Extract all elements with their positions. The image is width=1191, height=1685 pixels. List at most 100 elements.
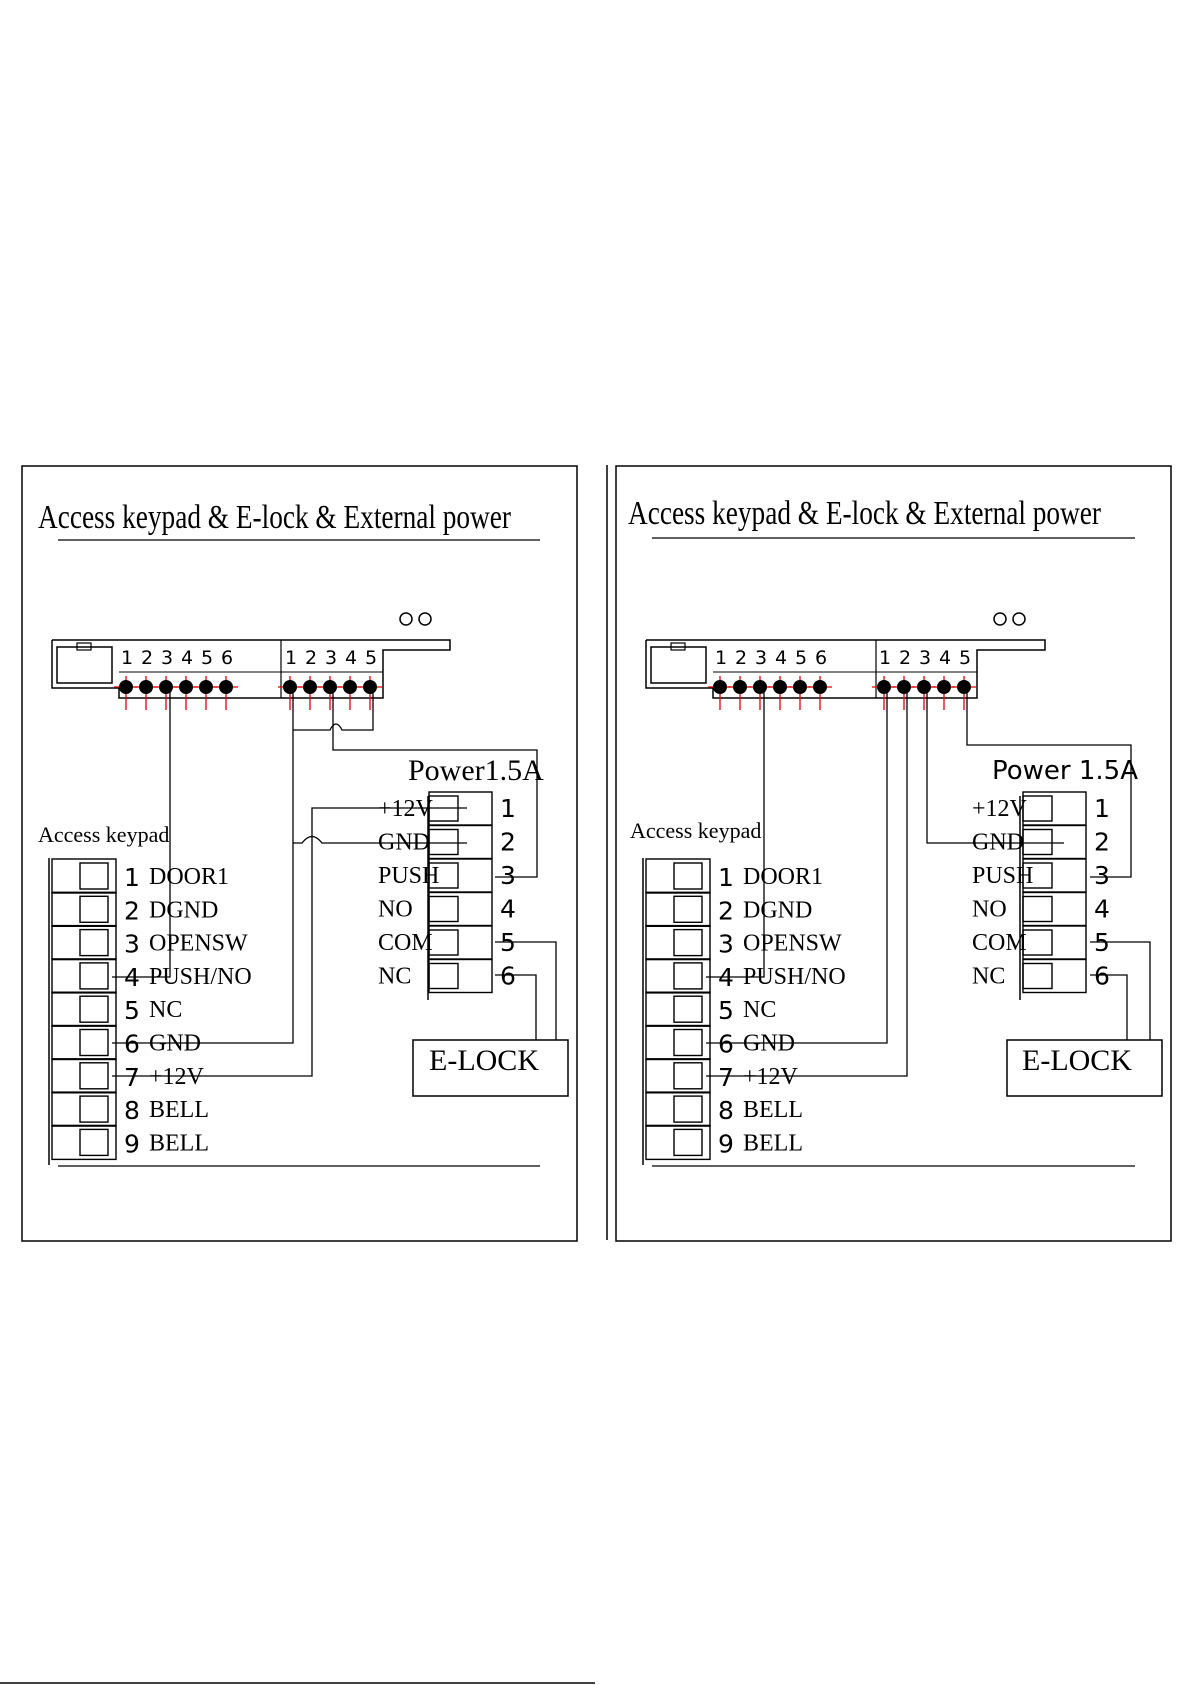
power-terminal-screw — [428, 862, 459, 889]
wire-board-a3-to-keypad-4 — [706, 690, 765, 978]
power-terminal-screw — [428, 828, 459, 856]
power-terminal-number: 4 — [1094, 895, 1110, 924]
board-terminal-screw — [793, 680, 807, 694]
e-lock-label: E-LOCK — [1022, 1044, 1132, 1077]
board-terminal-screw — [773, 680, 787, 694]
rj45-port — [56, 646, 113, 684]
panel-title: Access keypad & E-lock & External power — [628, 495, 1102, 532]
panel-frame — [21, 465, 578, 1242]
wire-board-b3-to-power-push — [332, 690, 538, 878]
power-terminal-label: PUSH — [972, 863, 1033, 889]
keypad-terminal-label: OPENSW — [743, 931, 842, 957]
power-terminal-cell — [428, 824, 493, 860]
board-terminal-number: 3 — [325, 647, 337, 669]
e-lock: E-LOCK — [1006, 1039, 1163, 1097]
keypad-terminal-number: 6 — [124, 1030, 140, 1059]
power-terminal-screw — [1022, 929, 1053, 956]
keypad-terminal-number: 3 — [718, 930, 734, 959]
wire-power-com-to-elock — [1090, 941, 1151, 1040]
power-terminal-screw — [428, 895, 459, 923]
keypad-terminal-cell — [645, 991, 711, 1027]
board-terminal-screw — [957, 680, 971, 694]
board-terminal-screw — [937, 680, 951, 694]
board-terminal-number: 2 — [899, 647, 911, 669]
keypad-terminal-label: BELL — [149, 1130, 209, 1156]
panel-frame — [615, 465, 1172, 1242]
board-terminal-screw — [303, 680, 317, 694]
board-terminal-screw — [877, 680, 891, 694]
power-terminal-screw — [1022, 895, 1053, 923]
board-terminal-screw — [917, 680, 931, 694]
board-terminal-number: 2 — [735, 647, 747, 669]
power-terminal-number: 6 — [500, 962, 516, 991]
power-terminal-label: COM — [378, 930, 433, 956]
keypad-terminal-screw — [673, 995, 703, 1023]
board-terminal-screw — [159, 680, 173, 694]
keypad-terminal-number: 8 — [718, 1096, 734, 1125]
keypad-terminal-screw — [79, 895, 109, 923]
keypad-terminal-cell — [645, 1058, 711, 1094]
wires — [112, 690, 557, 1077]
power-title: Power1.5A — [408, 754, 544, 787]
keypad-terminal-label: DOOR1 — [743, 864, 823, 890]
keypad-terminal-label: +12V — [149, 1064, 205, 1090]
keypad-terminal-cell — [645, 858, 711, 894]
keypad-terminal-label: +12V — [743, 1064, 799, 1090]
keypad-terminal-cell — [51, 991, 117, 1027]
keypad-terminal-cell — [645, 924, 711, 961]
board-terminal-number: 1 — [121, 647, 133, 669]
power-terminal-cell — [428, 891, 493, 927]
keypad-terminal-number: 5 — [718, 996, 734, 1025]
keypad-terminal-number: 2 — [718, 896, 734, 925]
keypad-terminal-cell — [51, 858, 117, 894]
power-terminal-label: PUSH — [378, 863, 439, 889]
board-terminal-number: 4 — [181, 647, 193, 669]
power-terminal-screw — [1022, 795, 1053, 822]
keypad-terminal-screw — [79, 995, 109, 1023]
keypad-terminal-label: NC — [149, 997, 182, 1023]
board-terminal-number: 2 — [305, 647, 317, 669]
power-terminal-screw — [1022, 962, 1053, 990]
keypad-terminal-label: BELL — [743, 1097, 803, 1123]
e-lock-box — [1006, 1039, 1163, 1097]
power-terminal-screw — [428, 962, 459, 990]
keypad-terminal-number: 8 — [124, 1096, 140, 1125]
keypad-terminal-cell — [645, 891, 711, 927]
keypad-terminal-number: 6 — [718, 1030, 734, 1059]
wire-power-nc-to-elock — [1090, 974, 1128, 1040]
keypad-terminal-cell — [51, 1024, 117, 1061]
keypad-terminal-screw — [79, 1128, 109, 1157]
keypad-terminal-cell — [51, 891, 117, 927]
keypad-terminal-cell — [51, 958, 117, 994]
board-terminal-screw — [199, 680, 213, 694]
board-terminal-number: 6 — [221, 647, 233, 669]
board-terminal-number: 4 — [775, 647, 787, 669]
wire-power-12v-to-keypad-7 — [112, 807, 467, 1077]
keypad-terminal-cell — [645, 1091, 711, 1127]
keypad-terminal-cell — [51, 1058, 117, 1094]
power-terminal-label: +12V — [378, 796, 434, 822]
board-terminal-number: 5 — [201, 647, 213, 669]
wire-power-nc-to-elock — [495, 974, 537, 1040]
board-terminal-number: 3 — [755, 647, 767, 669]
power-terminal-label: NC — [972, 964, 1005, 990]
wire-board-b1-to-keypad-6 — [706, 690, 888, 1044]
wire-board-b-bridge — [293, 690, 374, 731]
keypad-terminal-screw — [79, 1028, 109, 1057]
led-indicator — [993, 612, 1007, 626]
keypad-terminal-screw — [673, 1028, 703, 1057]
power-terminal-cell — [1022, 891, 1087, 927]
board-terminal-screw — [219, 680, 233, 694]
keypad-terminal-cell — [645, 958, 711, 994]
board-terminal-screw — [343, 680, 357, 694]
keypad-terminal-screw — [673, 1128, 703, 1157]
board-terminal-screw — [897, 680, 911, 694]
e-lock-box — [412, 1039, 569, 1097]
keypad-terminal-label: DOOR1 — [149, 864, 229, 890]
power-terminal-label: COM — [972, 930, 1027, 956]
panel-1: Access keypad & E-lock & External power … — [21, 465, 578, 1242]
power-terminal-label: NO — [378, 897, 413, 923]
